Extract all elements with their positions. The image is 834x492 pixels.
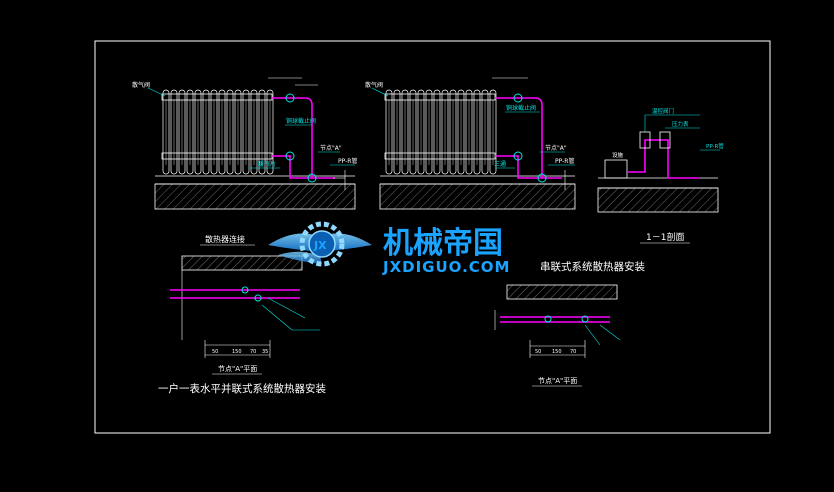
middle-callout-node: 节点"A"	[545, 144, 567, 152]
radiator-fin	[433, 89, 441, 175]
left-plan-dim-2: 150	[232, 349, 242, 355]
section-pipe-1	[627, 139, 660, 173]
right-node-a-title: 节点"A"平面	[538, 377, 577, 385]
right-plan-dim-2: 150	[552, 349, 562, 355]
section-pipe-2	[660, 139, 700, 179]
radiator-fin	[385, 89, 393, 175]
section-1-1-title: 1－1剖面	[646, 231, 684, 243]
radiator-fin	[489, 89, 497, 175]
left-callout-pipe: PP-R管	[338, 157, 357, 165]
right-plan-dim-1: 50	[535, 349, 541, 355]
radiator-fin	[218, 89, 226, 175]
left-floor-slab	[154, 183, 356, 210]
watermark-logo: JX 机械帝国 JXDIGUO.COM	[268, 221, 510, 276]
middle-return-pipe	[495, 155, 542, 179]
radiator-fin	[481, 89, 489, 175]
radiator-fin	[234, 89, 242, 175]
middle-callout-tee: 三通	[494, 160, 506, 168]
radiator-fin	[441, 89, 449, 175]
left-callout-node: 节点"A"	[320, 144, 342, 152]
main-title-middle: 串联式系统散热器安装	[540, 260, 645, 273]
left-supply-pipe	[272, 97, 335, 179]
left-node-a-plan: 散热器连接 50 150 70 35 节点"A"平面 一户一表水平并联式系统散热…	[158, 234, 326, 395]
left-plan-wall	[181, 255, 303, 271]
section-1-1: 温控阀门 PP-R管 压力表 设施 1－1剖面	[597, 107, 724, 244]
radiator-fin	[210, 89, 218, 175]
section-callout-pipe: PP-R管	[706, 142, 724, 150]
radiator-fin	[465, 89, 473, 175]
middle-supply-pipe	[495, 97, 562, 179]
middle-callout-valve: 铜球截止阀	[506, 104, 536, 112]
middle-radiator-fins	[385, 89, 497, 175]
radiator-fin	[178, 89, 186, 175]
left-callout-radiator: 暖气片	[258, 160, 276, 168]
radiator-fin	[202, 89, 210, 175]
section-callout-valve: 温控阀门	[652, 107, 674, 115]
middle-callout-vent: 散气阀	[365, 81, 383, 89]
radiator-fin	[393, 89, 401, 175]
left-plan-dim-1: 50	[212, 349, 218, 355]
radiator-fin	[186, 89, 194, 175]
gear-icon	[299, 221, 345, 267]
watermark-brand-en: JXDIGUO.COM	[382, 258, 510, 276]
radiator-detail-title: 散热器连接	[205, 234, 245, 244]
left-radiator-fins	[162, 89, 274, 175]
left-plan-dim-4: 35	[262, 349, 268, 355]
radiator-fin	[425, 89, 433, 175]
radiator-fin	[401, 89, 409, 175]
radiator-fin	[266, 89, 274, 175]
section-floor-slab	[597, 187, 719, 213]
radiator-fin	[473, 89, 481, 175]
left-callout-valve: 铜球截止阀	[286, 117, 316, 125]
middle-callout-pipe: PP-R管	[555, 157, 574, 165]
radiator-fin	[417, 89, 425, 175]
radiator-fin	[194, 89, 202, 175]
radiator-fin	[449, 89, 457, 175]
section-callout-gauge: 压力表	[672, 120, 689, 128]
radiator-fin	[258, 89, 266, 175]
radiator-fin	[226, 89, 234, 175]
right-node-a-plan: 串联式系统散热器安装 50 150 70 节点"A"平面	[494, 260, 645, 387]
radiator-fin	[250, 89, 258, 175]
section-callout-fixture: 设施	[612, 151, 624, 159]
main-title-left: 一户一表水平并联式系统散热器安装	[158, 382, 326, 395]
left-return-pipe	[272, 155, 312, 179]
left-callout-vent: 散气阀	[132, 81, 150, 89]
radiator-fin	[162, 89, 170, 175]
watermark-brand-cn: 机械帝国	[383, 226, 503, 261]
left-radiator-elevation: 散气阀 铜球截止阀 节点"A" PP-R管 暖气片	[132, 77, 357, 210]
left-plan-dim-3: 70	[250, 349, 256, 355]
drawing-frame	[94, 40, 771, 434]
radiator-fin	[409, 89, 417, 175]
right-plan-dim-3: 70	[570, 349, 576, 355]
right-plan-wall	[506, 284, 618, 300]
radiator-fin	[457, 89, 465, 175]
middle-floor-slab	[379, 183, 576, 210]
watermark-logo-letters: JX	[313, 239, 327, 252]
middle-radiator-elevation: 散气阀 节点"A" PP-R管 铜球截止阀 三通	[365, 77, 576, 210]
radiator-fin	[242, 89, 250, 175]
left-node-a-title: 节点"A"平面	[218, 365, 257, 373]
radiator-fin	[170, 89, 178, 175]
